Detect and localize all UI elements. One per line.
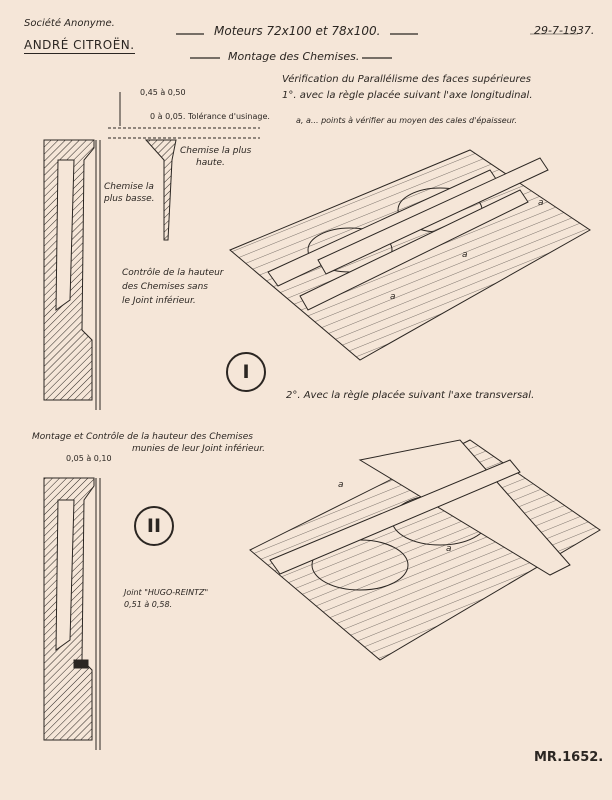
point-a3: a — [390, 292, 396, 302]
point-a2: a — [462, 250, 468, 260]
control-label-2: des Chemises sans — [122, 282, 208, 292]
verif-line-3: a, a... points à vérifier au moyen des c… — [296, 116, 517, 125]
joint-label-1: Joint "HUGO-REINTZ" — [124, 588, 209, 597]
tolerance-label: 0 à 0,05. Tolérance d'usinage. — [150, 112, 270, 121]
point-a4: a — [338, 480, 344, 490]
page-title: Moteurs 72x100 et 78x100. — [214, 24, 381, 38]
verif-line-2: 1°. avec la règle placée suivant l'axe l… — [282, 90, 533, 101]
lower-label-1: Chemise la — [104, 182, 154, 192]
section2-heading-2: munies de leur Joint inférieur. — [132, 444, 266, 454]
block-iso-2 — [249, 439, 601, 661]
date: 29-7-1937. — [534, 24, 595, 37]
company-name: ANDRÉ CITROËN. — [24, 38, 135, 54]
liner-section-1 — [43, 92, 260, 410]
joint-label-2: 0,51 à 0,58. — [124, 600, 173, 609]
section-number-1: I — [226, 352, 266, 392]
lower-label-2: plus basse. — [104, 194, 155, 204]
control-label-3: le Joint inférieur. — [122, 296, 196, 306]
higher-label-2: haute. — [196, 158, 225, 168]
point-a5: a — [446, 544, 452, 554]
liner-section-2 — [43, 477, 101, 750]
verif-line-1: Vérification du Parallélisme des faces s… — [282, 74, 532, 85]
dim-top-2: 0,05 à 0,10 — [66, 454, 112, 463]
section2-heading-1: Montage et Contrôle de la hauteur des Ch… — [32, 432, 253, 442]
company-line1: Société Anonyme. — [24, 18, 115, 29]
verif-line-4: 2°. Avec la règle placée suivant l'axe t… — [286, 390, 535, 401]
higher-label-1: Chemise la plus — [180, 146, 252, 156]
dim-top-1: 0,45 à 0,50 — [140, 88, 186, 97]
page-subtitle: Montage des Chemises. — [228, 50, 360, 63]
document-reference: MR.1652. — [534, 750, 604, 765]
section-number-2: II — [134, 506, 174, 546]
point-a1: a — [538, 198, 544, 208]
block-iso-1 — [229, 149, 591, 361]
control-label-1: Contrôle de la hauteur — [122, 268, 224, 278]
